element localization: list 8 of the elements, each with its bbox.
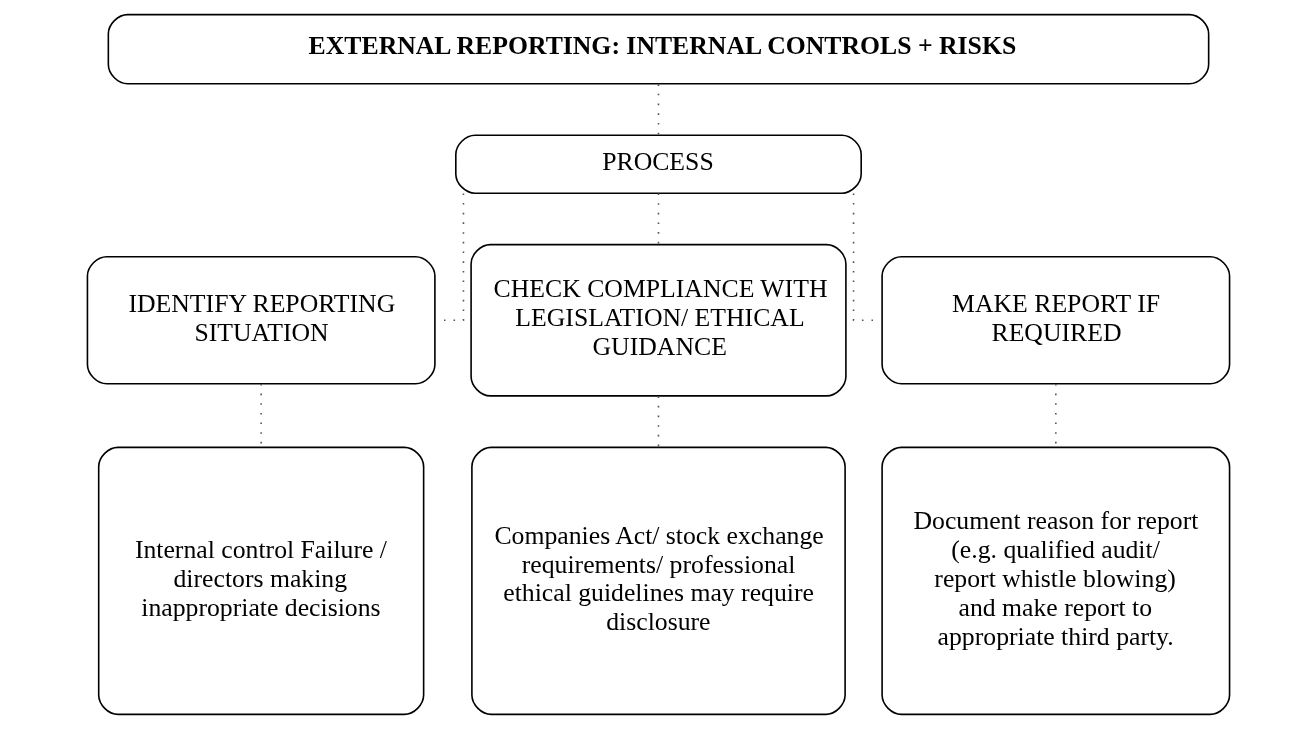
node-box: Internal control Failure / directors making inappropriate decisions xyxy=(97,446,424,716)
node-box: MAKE REPORT IF REQUIRED xyxy=(880,255,1230,385)
node-box: IDENTIFY REPORTING SITUATION xyxy=(86,255,436,385)
node-box: Document reason for report (e.g. qualified audit/ report whistle blowing) and make report to appropriate third party. xyxy=(880,446,1230,716)
node-box: Companies Act/ stock exchange requirements/ professional ethical guidelines may require disclosure xyxy=(470,446,846,716)
node-box: EXTERNAL REPORTING: INTERNAL CONTROLS + RISKS xyxy=(107,13,1209,85)
node-box: CHECK COMPLIANCE WITH LEGISLATION/ ETHICAL GUIDANCE xyxy=(469,243,847,397)
node-box: PROCESS xyxy=(454,134,862,194)
